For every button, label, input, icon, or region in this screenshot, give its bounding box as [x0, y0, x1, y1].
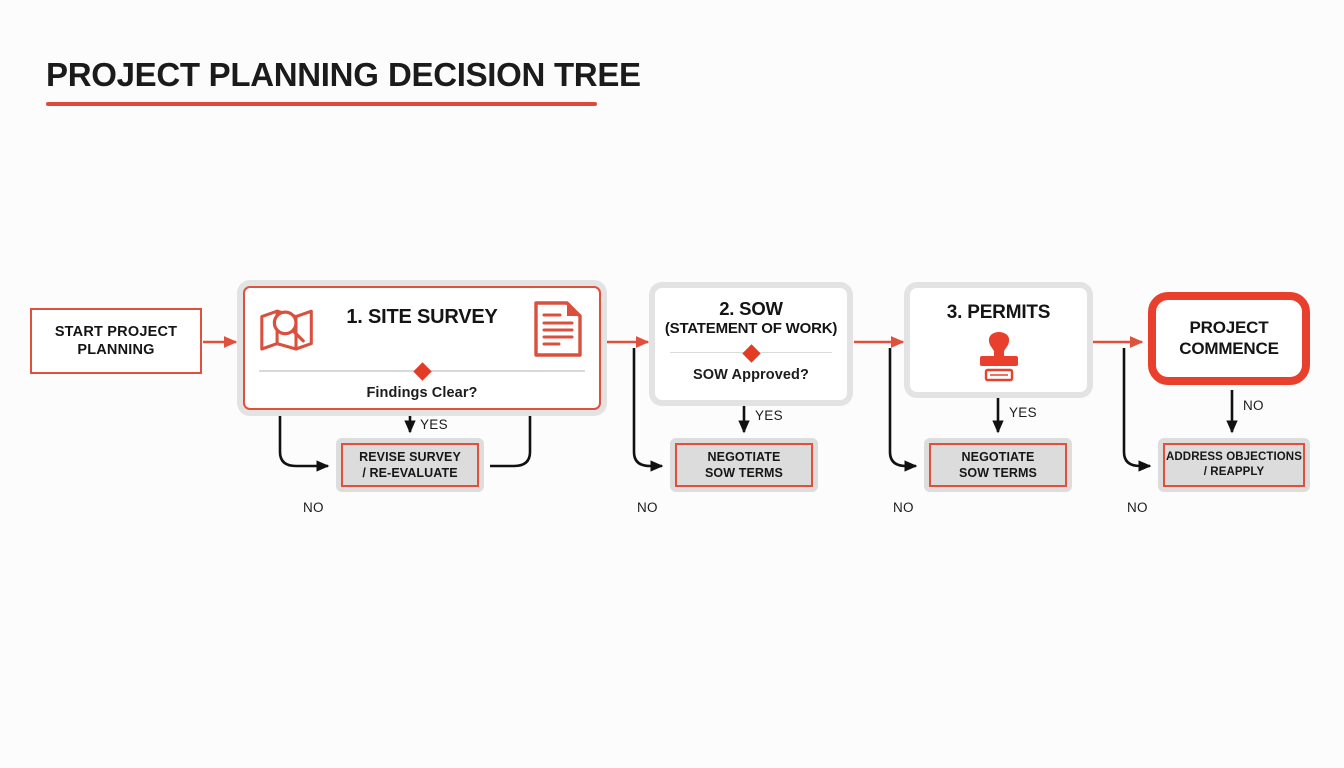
remediation-2-line1: NEGOTIATE	[707, 449, 781, 464]
stage-node-site-survey[interactable]: 1. SITE SURVEY Fi	[243, 286, 601, 410]
remediation-4-line2: / REAPPLY	[1203, 466, 1265, 478]
start-node-label: START PROJECT PLANNING	[54, 323, 178, 358]
stage1-question: Findings Clear?	[366, 385, 478, 401]
remediation-3-line2: SOW TERMS	[959, 466, 1037, 480]
remediation-3-label: NEGOTIATE SOW TERMS	[959, 449, 1037, 482]
remediation-4-label: ADDRESS OBJECTIONS / REAPPLY	[1166, 450, 1302, 480]
edge-label-end-down-no: NO	[1243, 398, 1264, 413]
title-light: DECISION TREE	[387, 56, 641, 93]
stage2-question: SOW Approved?	[693, 366, 809, 383]
stage-node-permits[interactable]: 3. PERMITS	[910, 288, 1087, 392]
stage1-divider	[259, 362, 585, 381]
connector-stage1-no-left	[278, 416, 330, 472]
stage2-divider	[670, 343, 832, 363]
stamp-icon	[972, 331, 1026, 383]
edge-label-stage2-yes: YES	[755, 408, 783, 423]
remediation-1-label: REVISE SURVEY / RE-EVALUATE	[359, 449, 461, 482]
remediation-node-negotiate-sow-terms-b[interactable]: NEGOTIATE SOW TERMS	[924, 438, 1072, 492]
edge-label-stage1-yes: YES	[420, 417, 448, 432]
remediation-node-address-objections[interactable]: ADDRESS OBJECTIONS / REAPPLY	[1158, 438, 1310, 492]
remediation-3-inner: NEGOTIATE SOW TERMS	[929, 443, 1067, 487]
stage1-header: 1. SITE SURVEY	[245, 288, 599, 366]
title-underline	[46, 102, 597, 106]
decision-diamond-icon	[741, 343, 761, 363]
remediation-node-negotiate-sow-terms-a[interactable]: NEGOTIATE SOW TERMS	[670, 438, 818, 492]
remediation-4-inner: ADDRESS OBJECTIONS / REAPPLY	[1163, 443, 1305, 487]
stage2-title: 2. SOW	[719, 298, 783, 319]
edge-label-end-no: NO	[1127, 500, 1148, 515]
title-strong: PROJECT PLANNING	[46, 56, 379, 93]
start-node[interactable]: START PROJECT PLANNING	[30, 308, 202, 374]
stage2-subtitle: (STATEMENT OF WORK)	[664, 320, 838, 338]
remediation-1-line1: REVISE SURVEY	[359, 449, 461, 464]
connector-stage1-no-right	[490, 416, 532, 468]
map-search-icon	[258, 304, 316, 358]
edge-label-stage1-no: NO	[303, 500, 324, 515]
remediation-1-inner: REVISE SURVEY / RE-EVALUATE	[341, 443, 479, 487]
edge-label-stage3-yes: YES	[1009, 405, 1037, 420]
end-node-project-commence[interactable]: PROJECT COMMENCE	[1148, 292, 1310, 385]
remediation-node-revise-survey[interactable]: REVISE SURVEY / RE-EVALUATE	[336, 438, 484, 492]
page-title: PROJECT PLANNING DECISION TREE	[46, 56, 641, 106]
stage-node-sow[interactable]: 2. SOW (STATEMENT OF WORK) SOW Approved?	[655, 288, 847, 400]
decision-diamond-icon	[412, 362, 432, 381]
remediation-1-line2: / RE-EVALUATE	[362, 466, 458, 480]
edge-label-stage3-no: NO	[893, 500, 914, 515]
end-node-label: PROJECT COMMENCE	[1179, 318, 1279, 358]
remediation-4-line1: ADDRESS OBJECTIONS	[1166, 451, 1302, 464]
stage3-title: 3. PERMITS	[946, 302, 1051, 323]
remediation-2-label: NEGOTIATE SOW TERMS	[705, 449, 783, 482]
document-icon	[533, 300, 583, 358]
remediation-2-inner: NEGOTIATE SOW TERMS	[675, 443, 813, 487]
connector-end-no-left	[1122, 348, 1152, 472]
edge-label-stage2-no: NO	[637, 500, 658, 515]
stage1-title: 1. SITE SURVEY	[346, 306, 498, 328]
remediation-2-line2: SOW TERMS	[705, 466, 783, 480]
remediation-3-line1: NEGOTIATE	[961, 449, 1035, 464]
